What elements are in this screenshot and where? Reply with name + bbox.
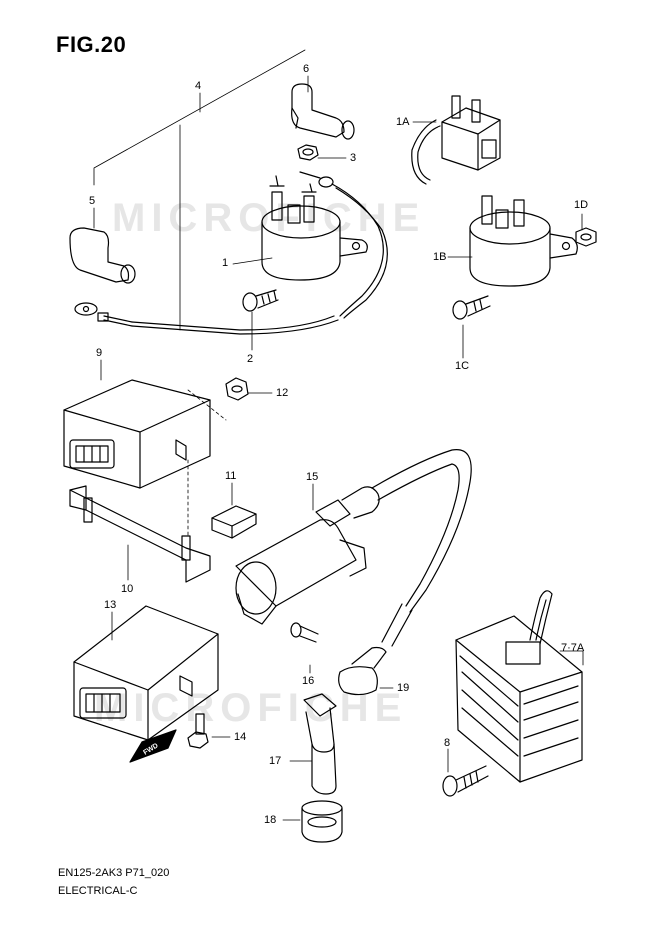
part-12-nut: [225, 377, 249, 401]
part-8-bolt: [442, 765, 489, 797]
leader-lines: [93, 49, 584, 821]
callout-7: 7·7A: [561, 642, 585, 654]
footer-diagram-code: EN125-2AK3 P71_020: [58, 867, 170, 879]
leader-1: [232, 257, 273, 265]
callout-4: 4: [195, 80, 202, 92]
callout-16: 16: [302, 675, 315, 687]
callout-17: 17: [269, 755, 282, 767]
part-4-battery-lead: [74, 171, 388, 335]
part-10-bracket: [69, 485, 211, 583]
part-11-cushion: [211, 505, 257, 539]
part-1D-nut: [575, 227, 597, 247]
callout-3: 3: [350, 152, 357, 164]
callout-6: 6: [303, 63, 310, 75]
watermark-top: MICROFICHE: [112, 196, 426, 240]
part-13-control-unit: [73, 605, 219, 741]
leader-4: [93, 49, 306, 186]
callout-1A: 1A: [396, 116, 410, 128]
callout-1: 1: [222, 257, 229, 269]
part-18-boot: [301, 800, 343, 843]
fwd-arrow-icon: [129, 729, 177, 763]
callout-1C: 1C: [455, 360, 470, 372]
part-9-control-unit: [63, 379, 211, 489]
callout-10: 10: [121, 583, 134, 595]
part-19-seal: [338, 646, 387, 696]
part-6-terminal-cap: [291, 83, 355, 140]
locator-9-12: [187, 389, 227, 421]
callout-13: 13: [104, 599, 117, 611]
callout-14: 14: [234, 731, 247, 743]
part-17-plug-cap: [303, 693, 337, 795]
part-3-nut: [297, 144, 319, 161]
part-14-bolt: [187, 713, 209, 749]
part-2-bolt: [242, 289, 279, 312]
callout-1D: 1D: [574, 199, 589, 211]
part-7-regulator: [455, 590, 583, 783]
part-1A-starter-relay: [411, 95, 501, 185]
part-1B-starter-relay: [469, 195, 578, 287]
part-5-terminal-cap: [69, 227, 136, 284]
callout-9: 9: [96, 347, 103, 359]
leader-7: [559, 650, 584, 666]
callout-12: 12: [276, 387, 289, 399]
callout-8: 8: [444, 737, 451, 749]
callout-2: 2: [247, 353, 254, 365]
callout-15: 15: [306, 471, 319, 483]
part-1-starter-relay: [261, 175, 368, 281]
figure-title: FIG.20: [56, 32, 127, 57]
callout-1B: 1B: [433, 251, 447, 263]
part-1C-bolt: [452, 295, 491, 320]
callout-19: 19: [397, 682, 410, 694]
footer-section-name: ELECTRICAL-C: [58, 885, 138, 897]
part-15-ignition-coil: [235, 449, 472, 647]
callout-5: 5: [89, 195, 96, 207]
callout-18: 18: [264, 814, 277, 826]
part-16-screw: [290, 622, 319, 643]
callout-11: 11: [225, 470, 237, 482]
